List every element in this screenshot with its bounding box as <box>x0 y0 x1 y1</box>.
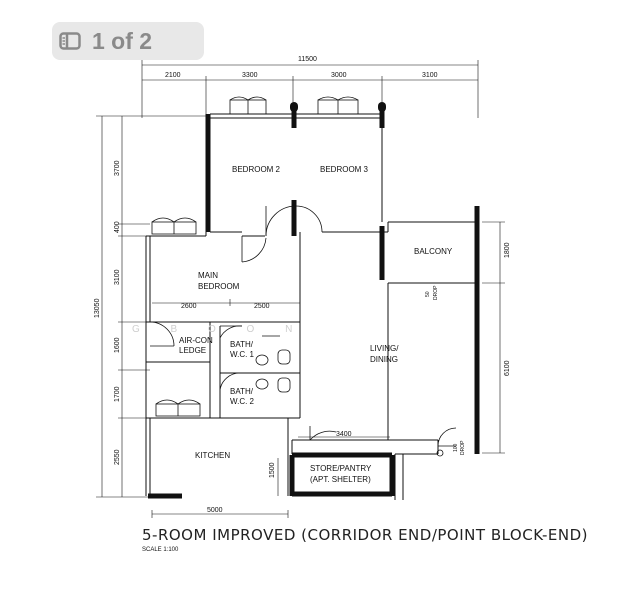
room-bedroom-3: BEDROOM 3 <box>320 165 369 174</box>
dimension-lines <box>96 60 505 518</box>
dim-right-1: 1800 <box>504 242 511 258</box>
dim-left-total: 13050 <box>94 298 101 318</box>
dim-top-3: 3000 <box>331 72 347 79</box>
room-aircon-line1: AIR-CON <box>179 336 213 345</box>
dim-left-2: 400 <box>114 221 121 233</box>
dim-inner-3400: 3400 <box>336 431 352 438</box>
image-counter-badge[interactable]: 1 of 2 <box>52 22 204 60</box>
drop-100-label: DROP <box>460 440 466 455</box>
room-balcony: BALCONY <box>414 247 453 256</box>
thin-walls <box>145 221 478 500</box>
outer-walls <box>205 113 389 236</box>
dim-left-4: 1600 <box>114 337 121 353</box>
room-kitchen: KITCHEN <box>195 451 230 460</box>
dim-top-1: 2100 <box>165 72 181 79</box>
drop-100-value: 100 <box>453 443 459 452</box>
dim-overall-width: 11500 <box>298 56 317 63</box>
thick-walls <box>148 110 480 499</box>
dim-left-5: 1700 <box>114 386 121 402</box>
room-main-bedroom-line2: BEDROOM <box>198 282 240 291</box>
dim-right-2: 6100 <box>504 360 511 376</box>
drop-50-label: DROP <box>433 285 439 300</box>
bathroom-fixtures <box>255 335 291 393</box>
image-counter-text: 1 of 2 <box>92 27 153 54</box>
dim-inner-2500: 2500 <box>254 303 270 310</box>
dim-inner-1500: 1500 <box>269 462 276 478</box>
dim-left-6: 2550 <box>114 449 121 465</box>
room-main-bedroom-line1: MAIN <box>198 271 218 280</box>
dim-top-2: 3300 <box>242 72 258 79</box>
room-bath1-line2: W.C. 1 <box>230 350 255 359</box>
plan-title: 5-ROOM IMPROVED (CORRIDOR END/POINT BLOC… <box>142 526 588 544</box>
room-store-line2: (APT. SHELTER) <box>310 475 371 484</box>
dim-left-1: 3700 <box>114 160 121 176</box>
windows <box>151 96 359 417</box>
dim-left-3: 3100 <box>114 269 121 285</box>
room-store-line1: STORE/PANTRY <box>310 464 372 473</box>
room-aircon-line2: LEDGE <box>179 346 206 355</box>
room-living-line2: DINING <box>370 355 398 364</box>
room-bath1-line1: BATH/ <box>230 340 254 349</box>
dim-bottom: 5000 <box>207 507 223 514</box>
dim-top-4: 3100 <box>422 72 438 79</box>
gallery-icon <box>52 22 88 60</box>
room-bedroom-2: BEDROOM 2 <box>232 165 281 174</box>
room-bath2-line1: BATH/ <box>230 387 254 396</box>
room-living-line1: LIVING/ <box>370 344 399 353</box>
drop-50-value: 50 <box>425 291 431 297</box>
room-bath2-line2: W.C. 2 <box>230 397 255 406</box>
plan-scale: SCALE 1:100 <box>142 547 179 553</box>
doors <box>149 205 457 457</box>
watermark: G B O O N <box>132 324 306 335</box>
dim-inner-2600: 2600 <box>181 303 197 310</box>
